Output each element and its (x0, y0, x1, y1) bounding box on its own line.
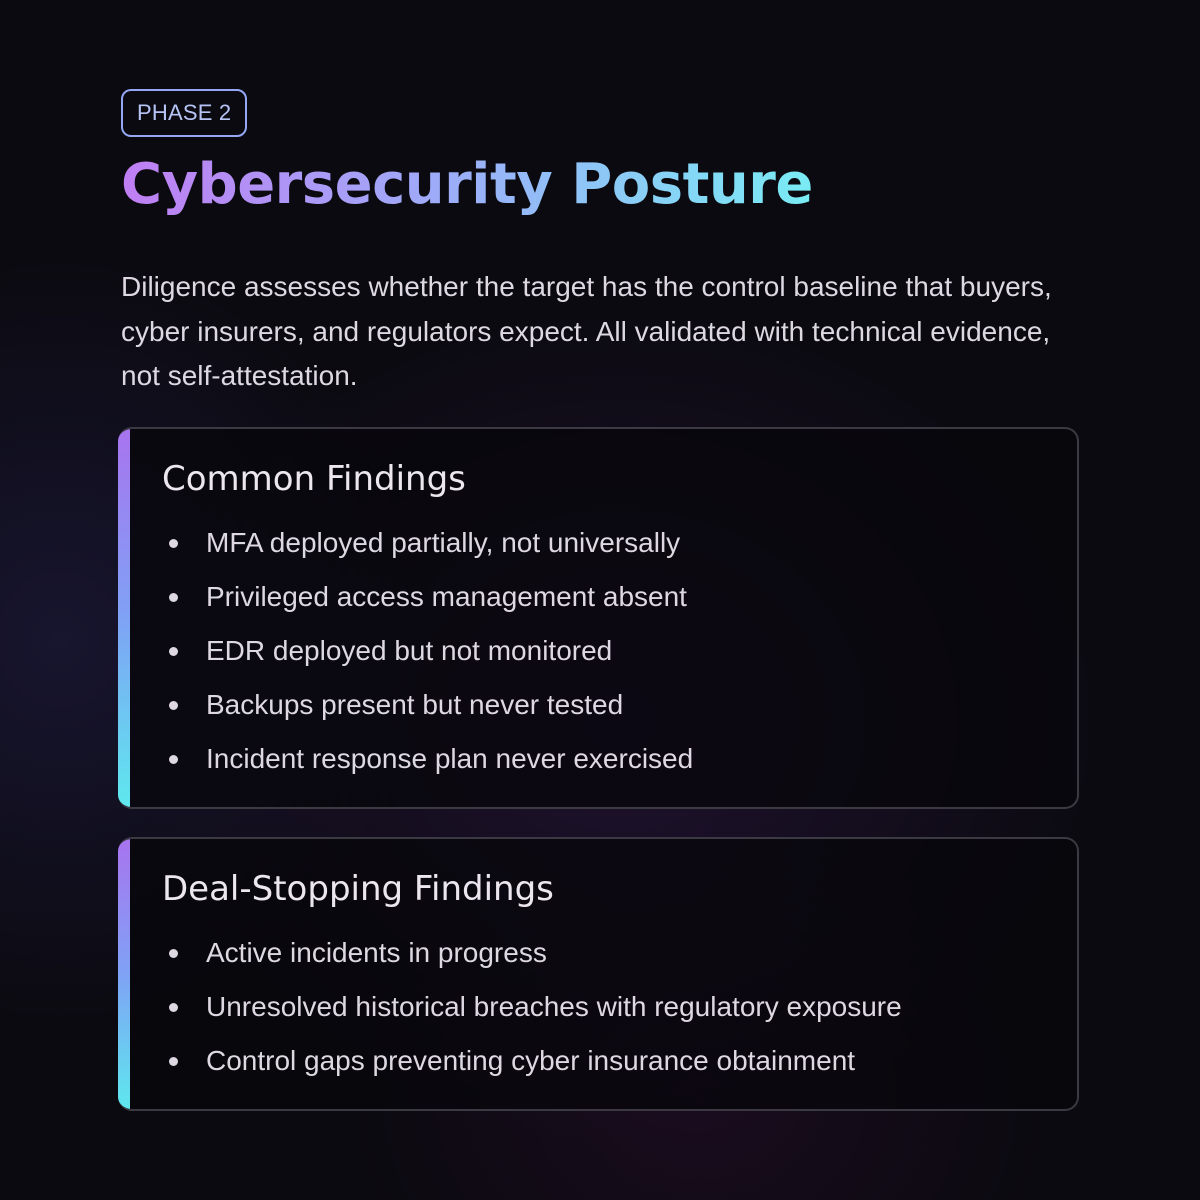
list-item: Privileged access management absent (162, 570, 693, 624)
list-item: Incident response plan never exercised (162, 732, 693, 786)
bullet-icon (169, 646, 178, 656)
bullet-icon (169, 1056, 178, 1066)
list-item-text: Active incidents in progress (206, 937, 547, 968)
card-heading: Common Findings (162, 459, 466, 499)
findings-list: MFA deployed partially, not universally … (162, 516, 693, 786)
list-item: Control gaps preventing cyber insurance … (162, 1034, 902, 1088)
card-accent-bar (118, 429, 130, 807)
list-item-text: MFA deployed partially, not universally (206, 527, 681, 558)
bullet-icon (169, 1002, 178, 1012)
list-item: MFA deployed partially, not universally (162, 516, 693, 570)
intro-paragraph: Diligence assesses whether the target ha… (121, 271, 1052, 391)
list-item-text: EDR deployed but not monitored (206, 635, 613, 666)
card-heading: Deal-Stopping Findings (162, 869, 554, 909)
bullet-icon (169, 538, 178, 548)
list-item-text: Backups present but never tested (206, 689, 624, 720)
list-item: EDR deployed but not monitored (162, 624, 693, 678)
list-item: Backups present but never tested (162, 678, 693, 732)
common-findings-card: Common Findings MFA deployed partially, … (118, 427, 1079, 809)
page-title: Cybersecurity Posture (121, 150, 813, 220)
card-accent-bar (118, 839, 130, 1109)
list-item: Active incidents in progress (162, 926, 902, 980)
bullet-icon (169, 754, 178, 764)
list-item-text: Privileged access management absent (206, 581, 687, 612)
deal-stopping-findings-card: Deal-Stopping Findings Active incidents … (118, 837, 1079, 1111)
list-item-text: Unresolved historical breaches with regu… (206, 991, 902, 1022)
list-item: Unresolved historical breaches with regu… (162, 980, 902, 1034)
findings-list: Active incidents in progress Unresolved … (162, 926, 902, 1088)
bullet-icon (169, 948, 178, 958)
phase-badge: PHASE 2 (121, 89, 248, 137)
list-item-text: Incident response plan never exercised (206, 743, 694, 774)
bullet-icon (169, 700, 178, 710)
list-item-text: Control gaps preventing cyber insurance … (206, 1045, 856, 1076)
bullet-icon (169, 592, 178, 602)
